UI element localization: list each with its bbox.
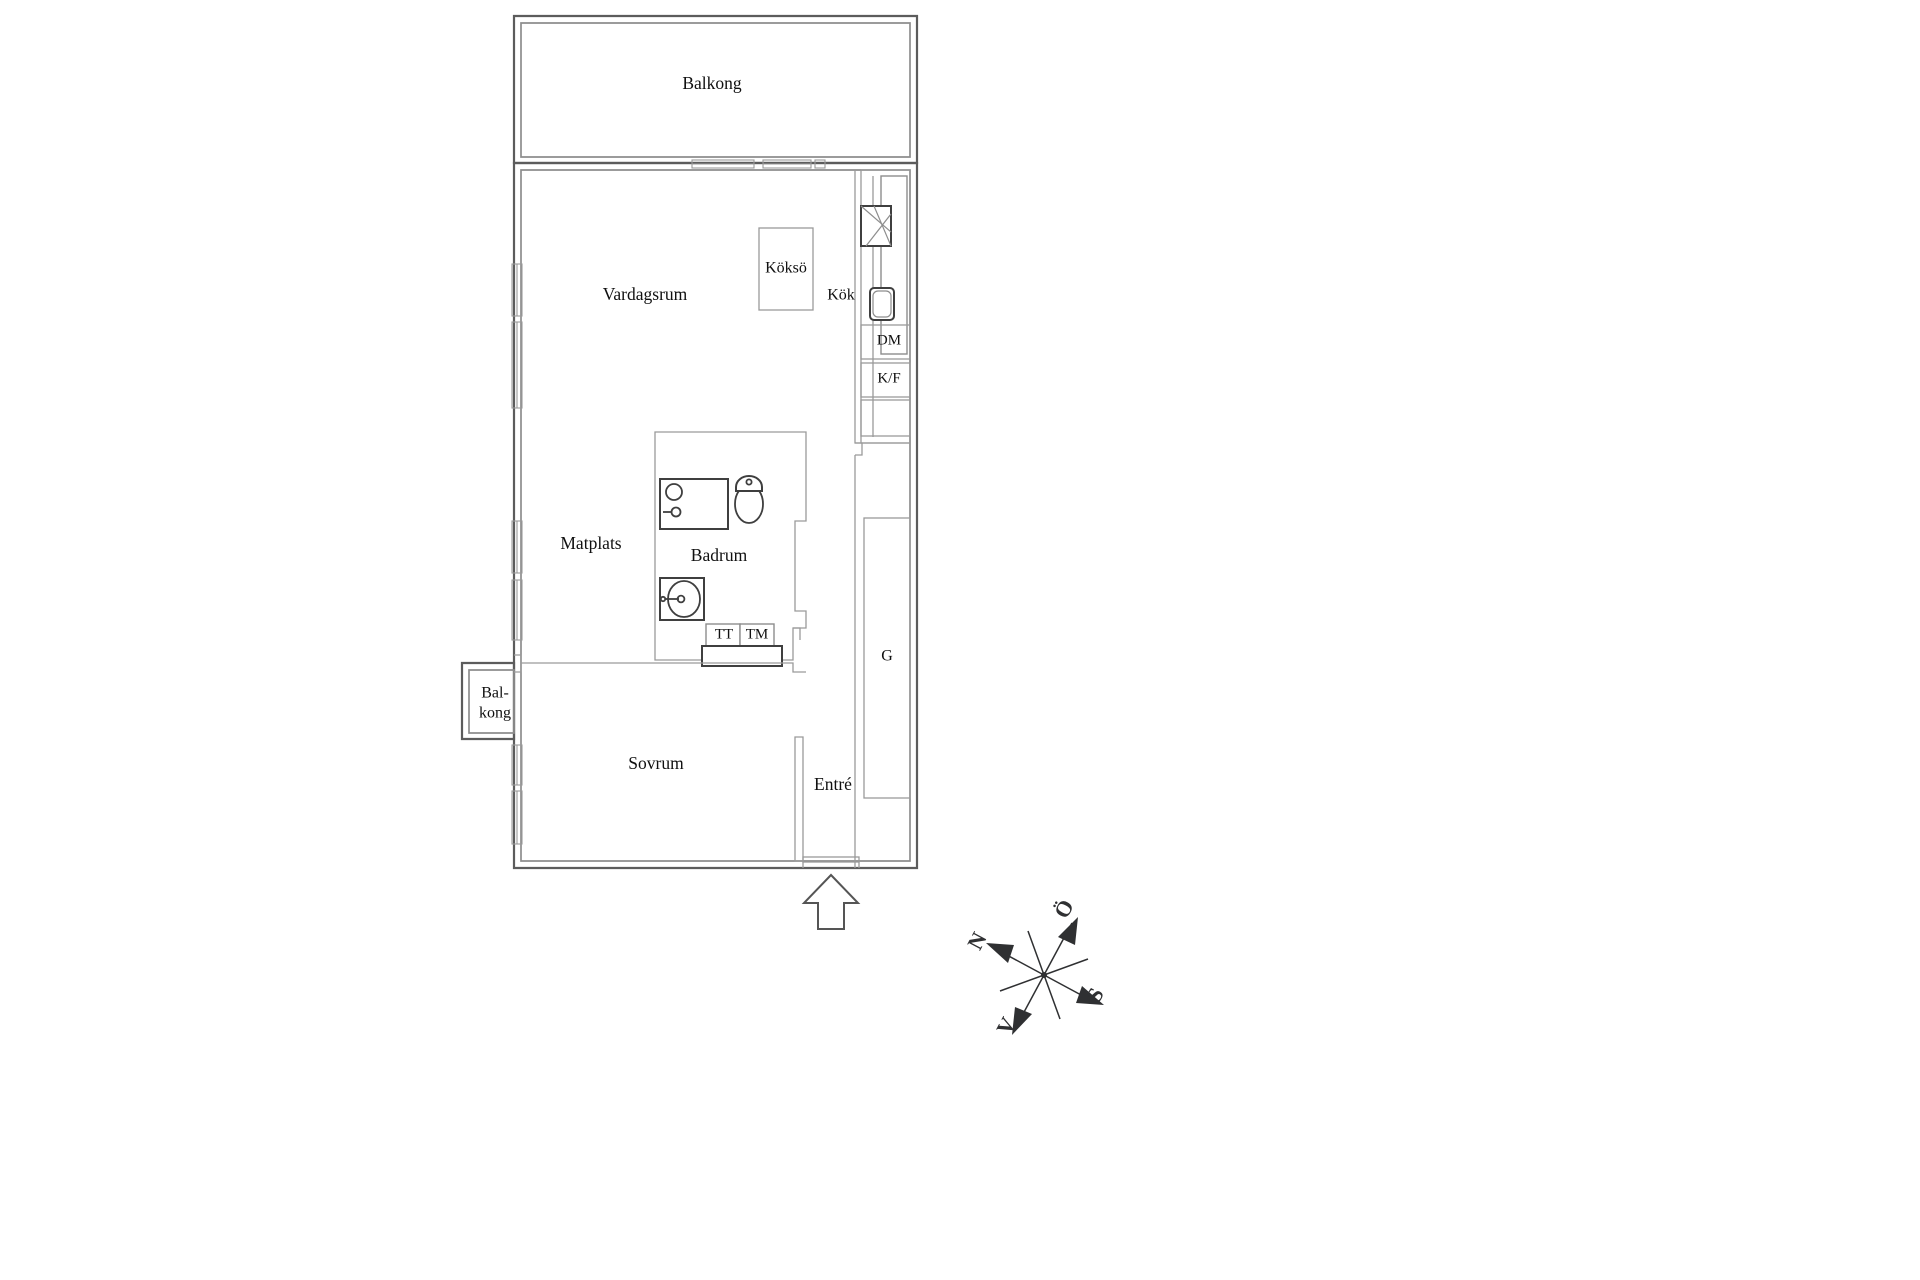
label-balkong-top: Balkong	[682, 73, 742, 93]
kitchen-counter-run	[860, 169, 911, 444]
compass-labels: N Ö S V	[962, 895, 1109, 1038]
compass-north-arrow	[986, 943, 1014, 963]
wardrobe-shape	[863, 517, 911, 799]
label-g: G	[881, 648, 893, 665]
interior-partitions	[514, 170, 910, 868]
label-sovrum: Sovrum	[628, 753, 684, 773]
label-vardagsrum: Vardagsrum	[603, 284, 688, 304]
compass-label-east: Ö	[1049, 895, 1079, 922]
room-labels: Balkong Vardagsrum Köksö Kök DM K/F Matp…	[479, 73, 901, 794]
label-entre: Entré	[814, 774, 852, 794]
laundry-units	[701, 623, 783, 667]
left-wall-windows	[511, 263, 523, 845]
sink-icon	[869, 287, 895, 321]
label-balkong-left-line2: kong	[479, 705, 511, 722]
balcony-door-openings	[691, 159, 826, 169]
label-kok: Kök	[827, 287, 855, 304]
compass-east-arrow	[1058, 917, 1078, 945]
label-tm: TM	[746, 626, 769, 642]
toilet-icon	[734, 475, 764, 524]
compass-west-arrow	[1012, 1007, 1032, 1035]
compass-south-arrow	[1076, 986, 1104, 1005]
label-kokso: Köksö	[765, 260, 807, 277]
apartment-outer-walls	[512, 161, 919, 870]
entry-door-opening	[802, 856, 860, 868]
balcony-left-shape	[460, 661, 516, 741]
label-dm: DM	[877, 332, 901, 348]
label-kf: K/F	[877, 370, 900, 386]
washbasin-icon	[659, 577, 705, 621]
shower-icon	[659, 478, 729, 530]
label-balkong-left-line1: Bal-	[481, 685, 509, 702]
entry-direction-arrow	[801, 873, 861, 930]
label-matplats: Matplats	[560, 533, 621, 553]
label-tt: TT	[715, 626, 733, 642]
compass-label-north: N	[962, 928, 992, 954]
label-badrum: Badrum	[691, 545, 748, 565]
stove-icon	[860, 205, 892, 247]
kitchen-island-shape	[758, 227, 814, 311]
compass-rose	[986, 917, 1104, 1035]
